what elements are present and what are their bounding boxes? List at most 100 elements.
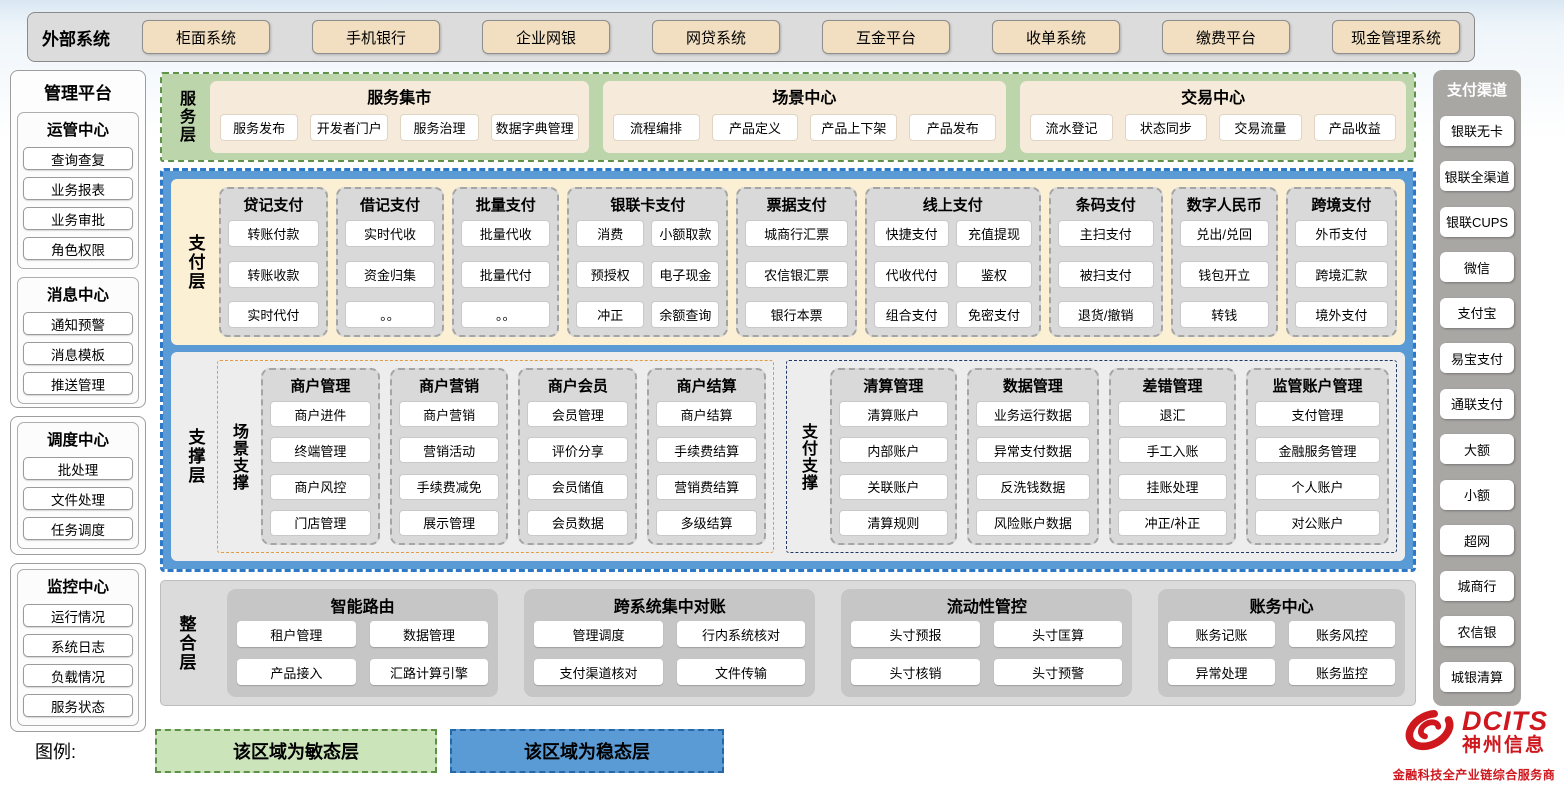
support-item-button[interactable]: 内部账户	[838, 437, 948, 464]
payment-item-button[interactable]: 小额取款	[651, 220, 720, 247]
payment-item-button[interactable]: 转钱	[1179, 301, 1269, 328]
payment-item-button[interactable]: 转账收款	[228, 260, 319, 288]
support-item-button[interactable]: 会员储值	[527, 473, 629, 500]
support-item-button[interactable]: 评价分享	[527, 437, 629, 464]
support-item-button[interactable]: 商户结算	[656, 401, 757, 427]
channel-button[interactable]: 银联无卡	[1440, 115, 1514, 146]
management-item-button[interactable]: 任务调度	[23, 517, 133, 540]
support-item-button[interactable]: 异常支付数据	[975, 437, 1091, 464]
channel-button[interactable]: 大额	[1440, 434, 1514, 464]
integration-item-button[interactable]: 账务监控	[1288, 659, 1395, 685]
management-item-button[interactable]: 运行情况	[23, 604, 133, 627]
support-item-button[interactable]: 营销费结算	[656, 473, 757, 500]
channel-button[interactable]: 支付宝	[1440, 297, 1514, 328]
support-item-button[interactable]: 会员数据	[527, 509, 629, 536]
payment-item-button[interactable]: 消费	[576, 220, 645, 247]
management-item-button[interactable]: 查询查复	[23, 147, 133, 170]
support-item-button[interactable]: 手续费减免	[398, 473, 500, 500]
support-item-button[interactable]: 金融服务管理	[1254, 437, 1381, 464]
payment-item-button[interactable]: 批量代收	[461, 220, 551, 247]
management-item-button[interactable]: 角色权限	[23, 237, 133, 260]
support-item-button[interactable]: 商户风控	[270, 473, 371, 500]
external-system-button[interactable]: 柜面系统	[142, 20, 270, 54]
support-item-button[interactable]: 终端管理	[270, 437, 371, 464]
support-item-button[interactable]: 多级结算	[656, 509, 757, 536]
payment-item-button[interactable]: 资金归集	[344, 260, 436, 288]
channel-button[interactable]: 超网	[1440, 525, 1514, 555]
payment-item-button[interactable]: 预授权	[576, 260, 645, 288]
service-item-button[interactable]: 服务治理	[400, 113, 479, 141]
external-system-button[interactable]: 互金平台	[822, 20, 950, 54]
channel-button[interactable]: 通联支付	[1440, 388, 1514, 419]
payment-item-button[interactable]: 。。	[461, 301, 551, 328]
management-item-button[interactable]: 消息模板	[23, 342, 133, 365]
channel-button[interactable]: 城银清算	[1440, 661, 1514, 692]
payment-item-button[interactable]: 余额查询	[651, 301, 720, 328]
service-item-button[interactable]: 产品定义	[711, 113, 799, 141]
support-item-button[interactable]: 退汇	[1118, 401, 1227, 427]
management-item-button[interactable]: 文件处理	[23, 487, 133, 510]
service-item-button[interactable]: 流水登记	[1030, 113, 1113, 141]
integration-item-button[interactable]: 头寸预警	[993, 659, 1123, 685]
integration-item-button[interactable]: 数据管理	[369, 621, 489, 647]
integration-item-button[interactable]: 异常处理	[1168, 659, 1275, 685]
management-item-button[interactable]: 通知预警	[23, 312, 133, 335]
service-item-button[interactable]: 数据字典管理	[490, 113, 579, 141]
integration-item-button[interactable]: 管理调度	[534, 621, 663, 647]
service-item-button[interactable]: 状态同步	[1124, 113, 1208, 141]
service-item-button[interactable]: 产品收益	[1313, 113, 1396, 141]
channel-button[interactable]: 银联全渠道	[1440, 161, 1514, 191]
integration-item-button[interactable]: 头寸匡算	[993, 621, 1123, 647]
management-item-button[interactable]: 业务报表	[23, 177, 133, 200]
payment-item-button[interactable]: 境外支付	[1294, 301, 1389, 328]
management-item-button[interactable]: 系统日志	[23, 634, 133, 657]
service-item-button[interactable]: 产品上下架	[810, 113, 898, 141]
payment-item-button[interactable]: 主扫支付	[1057, 220, 1154, 247]
integration-item-button[interactable]: 头寸预报	[851, 621, 980, 647]
payment-item-button[interactable]: 电子现金	[651, 260, 720, 288]
support-item-button[interactable]: 展示管理	[398, 509, 500, 536]
integration-item-button[interactable]: 头寸核销	[851, 659, 980, 685]
support-item-button[interactable]: 业务运行数据	[975, 401, 1091, 427]
payment-item-button[interactable]: 代收代付	[873, 260, 950, 288]
payment-item-button[interactable]: 兑出/兑回	[1179, 220, 1269, 247]
payment-item-button[interactable]: 银行本票	[745, 301, 848, 328]
support-item-button[interactable]: 挂账处理	[1118, 473, 1227, 500]
support-item-button[interactable]: 商户营销	[398, 401, 500, 427]
payment-item-button[interactable]: 外币支付	[1294, 220, 1389, 247]
payment-item-button[interactable]: 城商行汇票	[745, 220, 848, 247]
management-item-button[interactable]: 负载情况	[23, 664, 133, 687]
support-item-button[interactable]: 冲正/补正	[1118, 509, 1227, 536]
integration-item-button[interactable]: 账务记账	[1168, 621, 1275, 647]
external-system-button[interactable]: 现金管理系统	[1332, 20, 1460, 54]
support-item-button[interactable]: 手续费结算	[656, 437, 757, 464]
management-item-button[interactable]: 批处理	[23, 457, 133, 480]
payment-item-button[interactable]: 充值提现	[956, 220, 1032, 247]
payment-item-button[interactable]: 组合支付	[873, 301, 950, 328]
integration-item-button[interactable]: 汇路计算引擎	[369, 659, 489, 685]
payment-item-button[interactable]: 跨境汇款	[1294, 260, 1389, 288]
payment-item-button[interactable]: 快捷支付	[873, 220, 950, 247]
integration-item-button[interactable]: 行内系统核对	[676, 621, 806, 647]
service-item-button[interactable]: 产品发布	[909, 113, 997, 141]
support-item-button[interactable]: 关联账户	[838, 473, 948, 500]
payment-item-button[interactable]: 转账付款	[228, 220, 319, 247]
channel-button[interactable]: 小额	[1440, 479, 1514, 510]
service-item-button[interactable]: 服务发布	[220, 113, 299, 141]
external-system-button[interactable]: 网贷系统	[652, 20, 780, 54]
management-item-button[interactable]: 推送管理	[23, 372, 133, 395]
payment-item-button[interactable]: 实时代付	[228, 301, 319, 328]
management-item-button[interactable]: 业务审批	[23, 207, 133, 230]
integration-item-button[interactable]: 账务风控	[1288, 621, 1395, 647]
support-item-button[interactable]: 门店管理	[270, 509, 371, 536]
management-item-button[interactable]: 服务状态	[23, 694, 133, 717]
integration-item-button[interactable]: 租户管理	[237, 621, 356, 647]
integration-item-button[interactable]: 文件传输	[676, 659, 806, 685]
external-system-button[interactable]: 收单系统	[992, 20, 1120, 54]
support-item-button[interactable]: 反洗钱数据	[975, 473, 1091, 500]
external-system-button[interactable]: 手机银行	[312, 20, 440, 54]
support-item-button[interactable]: 会员管理	[527, 401, 629, 427]
support-item-button[interactable]: 营销活动	[398, 437, 500, 464]
payment-item-button[interactable]: 批量代付	[461, 260, 551, 288]
channel-button[interactable]: 易宝支付	[1440, 343, 1514, 373]
